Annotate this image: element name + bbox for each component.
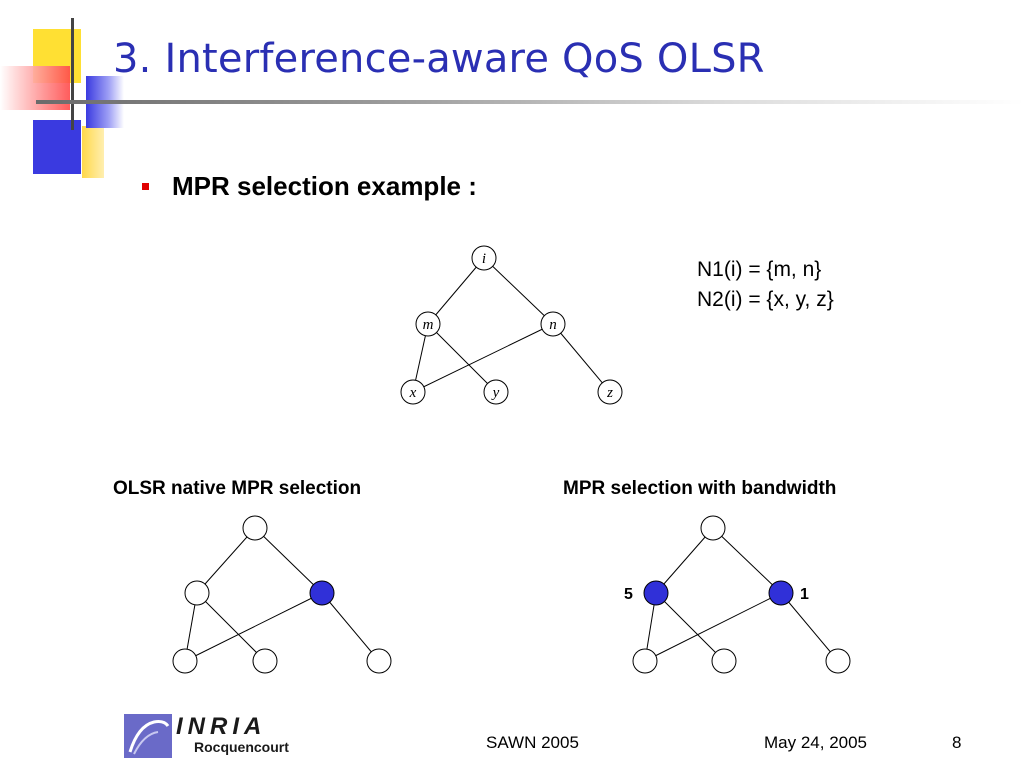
right-node-n-mpr xyxy=(768,580,794,606)
left-node-n-mpr xyxy=(309,580,335,606)
edge-m-y xyxy=(427,323,497,393)
bullet-marker xyxy=(142,183,149,190)
node-z xyxy=(597,379,623,405)
title-underline xyxy=(36,100,1024,104)
left-node-y xyxy=(252,648,278,674)
node-label-x: x xyxy=(409,385,417,401)
right-graph xyxy=(644,527,839,662)
footer-page-number: 8 xyxy=(952,733,962,752)
left-edge-2 xyxy=(254,527,323,594)
right-edge-5 xyxy=(644,592,782,662)
logo-text: INRIA xyxy=(176,713,266,740)
left-node-x xyxy=(172,648,198,674)
left-edge-6 xyxy=(321,592,380,662)
right-node-i xyxy=(700,515,726,541)
footer-event: SAWN 2005 xyxy=(486,733,579,752)
right-node-x xyxy=(632,648,658,674)
node-label-y: y xyxy=(491,385,500,401)
caption-bandwidth: MPR selection with bandwidth xyxy=(563,478,837,499)
bandwidth-label-n: 1 xyxy=(800,586,809,603)
node-label-i: i xyxy=(482,251,486,267)
node-x xyxy=(400,379,426,405)
left-node-z xyxy=(366,648,392,674)
footer-date: May 24, 2005 xyxy=(764,733,868,752)
logo-subtext: Rocquencourt xyxy=(194,739,289,755)
edge-n-z xyxy=(552,323,611,393)
right-edge-4 xyxy=(655,592,725,662)
edge-i-m xyxy=(427,257,485,325)
slide-title: 3. Interference-aware QoS OLSR xyxy=(113,36,765,82)
decor-vertical-line xyxy=(71,18,74,130)
bandwidth-label-m: 5 xyxy=(624,586,633,603)
set-n1: N1(i) = {m, n} xyxy=(697,258,822,281)
node-label-z: z xyxy=(606,385,613,401)
bullet-text: MPR selection example : xyxy=(172,171,477,201)
right-edge-6 xyxy=(780,592,839,662)
right-node-z xyxy=(825,648,851,674)
top-graph xyxy=(412,257,611,393)
left-edge-5 xyxy=(184,592,323,662)
inria-logo: INRIA Rocquencourt xyxy=(124,713,289,758)
set-n2: N2(i) = {x, y, z} xyxy=(697,288,834,311)
edge-i-n xyxy=(483,257,554,325)
node-label-m: m xyxy=(423,317,434,333)
decor-yellow-bar xyxy=(82,126,104,178)
left-graph xyxy=(184,527,380,662)
node-m xyxy=(415,311,441,337)
node-n xyxy=(540,311,566,337)
node-y xyxy=(483,379,509,405)
node-i xyxy=(471,245,497,271)
left-edge-4 xyxy=(196,592,266,662)
node-label-n: n xyxy=(549,317,557,333)
left-edge-1 xyxy=(196,527,256,594)
right-edge-1 xyxy=(655,527,714,594)
caption-olsr-native: OLSR native MPR selection xyxy=(113,478,362,499)
left-node-m xyxy=(184,580,210,606)
left-node-i xyxy=(242,515,268,541)
right-edge-2 xyxy=(712,527,782,594)
right-node-m-mpr xyxy=(643,580,669,606)
right-node-y xyxy=(711,648,737,674)
edge-n-x xyxy=(412,323,554,393)
